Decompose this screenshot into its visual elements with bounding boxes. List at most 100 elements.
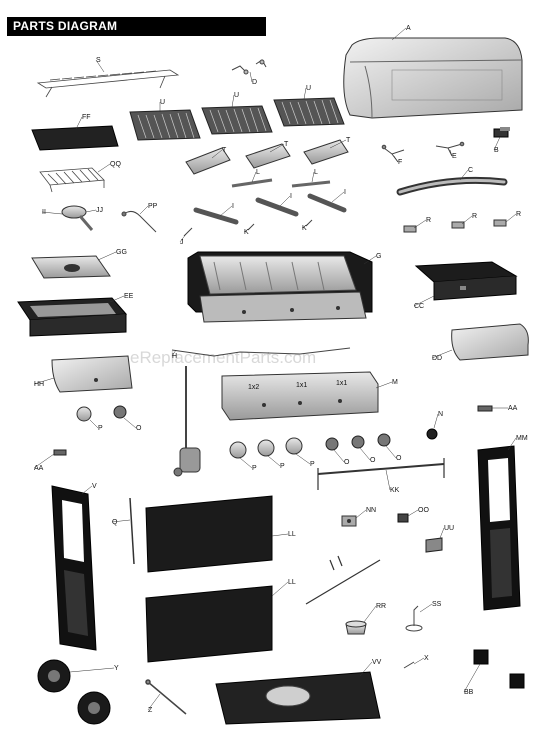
part-door-rod[interactable] [305,555,381,605]
part-pin[interactable] [403,661,415,669]
part-label-p-s: S [96,57,101,64]
leader-line-p-a [391,27,407,41]
leader-line-p-r1 [413,219,427,229]
part-label-p-ff: FF [82,114,91,121]
leader-line-p-q [111,519,131,523]
part-fastener-e[interactable] [435,141,465,157]
part-bezel-aa-1[interactable] [477,405,493,412]
part-burner-1[interactable] [193,207,239,225]
part-door-1[interactable] [145,495,273,573]
part-griddle[interactable] [31,125,119,151]
part-electrode[interactable] [493,127,510,138]
part-tank-rod[interactable] [129,497,135,565]
part-screw-k2[interactable] [305,219,313,227]
leader-line-p-rr [363,605,377,623]
part-bracket-r3[interactable] [493,219,507,227]
part-grease-cup[interactable] [345,620,367,635]
part-bracket-oo[interactable] [397,513,409,523]
leader-line-p-l2 [311,171,315,183]
part-hood[interactable] [343,37,523,119]
part-bracket-uu[interactable] [425,537,443,553]
part-label-p-qq: QQ [110,161,121,168]
leader-line-p-o3 [359,447,371,461]
part-side-burner-frame[interactable] [17,297,128,337]
leader-line-p-j [179,233,187,243]
part-crossbar[interactable] [317,458,445,490]
part-clips[interactable] [231,59,267,75]
part-firebox[interactable] [187,251,373,323]
leader-line-p-c [459,169,469,181]
part-left-leg-frame[interactable] [51,485,97,651]
part-door-2[interactable] [145,585,273,663]
part-axle[interactable] [145,679,187,715]
part-label-p-k2: K [302,225,307,232]
part-side-cover-dd[interactable] [451,323,529,361]
part-cooking-grate-3[interactable] [273,97,345,127]
part-wheels[interactable] [37,659,111,725]
part-side-burner-pan[interactable] [31,255,111,279]
part-control-panel[interactable]: 1x2 1x1 1x1 [221,371,379,421]
leader-line-p-i1 [219,205,233,217]
part-warming-rack[interactable] [36,69,180,98]
part-cooking-grate-2[interactable] [201,105,273,135]
part-bracket-nn[interactable] [341,515,357,527]
leader-line-p-i3 [331,191,345,203]
page-title: PARTS DIAGRAM [7,17,266,36]
part-heat-tent-2[interactable] [245,143,291,169]
part-bracket-r1[interactable] [403,225,417,233]
leader-line-p-t2 [269,143,285,153]
part-feet[interactable] [473,649,525,689]
part-carry-over-tube-1[interactable] [231,178,273,188]
part-label-p-l2: L [314,169,318,176]
leader-line-p-i2 [279,195,291,207]
leader-line-p-z [147,693,161,711]
part-side-cover-hh[interactable] [51,355,133,393]
part-bezel-p3[interactable] [257,439,275,457]
part-igniter-wire[interactable] [121,210,157,233]
part-right-leg-frame[interactable] [477,445,521,611]
part-label-p-o1: O [136,425,142,432]
watermark: eReplacementParts.com [130,348,316,367]
part-cooking-grate-1[interactable] [129,109,201,141]
part-bezel-p2[interactable] [229,441,247,459]
leader-line-p-ee [109,295,125,303]
part-label-p-b: B [494,147,499,154]
part-handle[interactable] [396,176,508,196]
part-knob-o2[interactable] [325,437,339,451]
part-label-p-n: N [438,411,443,418]
leader-line-p-qq [97,163,111,173]
part-bracket-r2[interactable] [451,221,465,229]
part-tank-hook[interactable] [405,605,423,632]
leader-line-p-s [95,59,105,73]
part-label-p-o3: O [370,457,376,464]
leader-line-p-ll1 [271,533,289,537]
part-bezel-aa-2[interactable] [53,449,67,456]
leader-line-p-h [171,349,177,357]
part-knob-o3[interactable] [351,435,365,449]
part-label-p-m: M [392,379,398,386]
leader-line-p-p2 [239,457,253,469]
part-knob-o4[interactable] [377,433,391,447]
part-label-p-cc: CC [414,303,424,310]
part-label-p-q: Q [112,519,118,526]
part-bottom-shelf[interactable] [215,671,381,725]
part-burner-2[interactable] [255,197,299,217]
part-heat-tent-1[interactable] [185,147,231,175]
part-screw-k1[interactable] [247,223,255,231]
part-igniter-button-n[interactable] [426,428,438,440]
part-side-shelf[interactable] [414,261,518,301]
part-label-p-f: F [398,159,402,166]
part-label-p-o2: O [344,459,350,466]
part-label-p-u3: U [306,85,311,92]
part-rib-rack[interactable] [39,167,105,193]
part-bezel-p1[interactable] [76,406,92,422]
part-knob-o1[interactable] [113,405,127,419]
part-side-burner[interactable] [61,205,94,231]
part-carry-over-tube-2[interactable] [291,180,331,188]
part-bezel-p4[interactable] [285,437,303,455]
leader-line-p-ll2 [271,581,289,597]
part-heat-tent-3[interactable] [303,139,349,165]
part-label-p-aa1: AA [508,405,518,412]
part-gas-hose[interactable] [171,347,351,477]
part-burner-3[interactable] [307,193,347,213]
